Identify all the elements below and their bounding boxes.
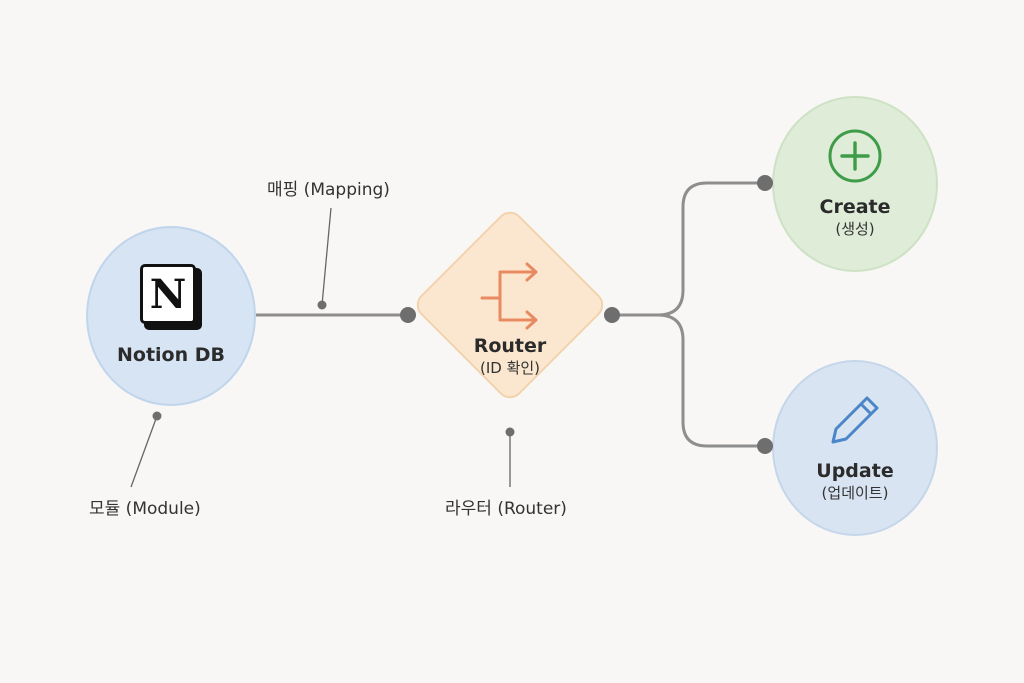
annotation-mapping: 매핑 (Mapping)	[267, 180, 390, 200]
router-subtitle: (ID 확인)	[479, 358, 541, 377]
wire-router-create	[612, 181, 765, 317]
annotation-module: 모듈 (Module)	[89, 499, 201, 519]
create-node[interactable]: Create (생성)	[772, 96, 938, 272]
create-subtitle: (생성)	[835, 220, 875, 239]
router-title: Router	[473, 335, 547, 357]
pencil-icon	[831, 396, 879, 444]
update-node[interactable]: Update (업데이트)	[772, 360, 938, 536]
create-title: Create	[819, 196, 891, 219]
split-arrow-icon	[480, 262, 538, 330]
plus-circle-icon	[828, 129, 882, 183]
notion-db-title: Notion DB	[117, 344, 225, 367]
annotation-router: 라우터 (Router)	[445, 499, 567, 519]
leader-mapping	[321, 207, 332, 306]
router-text: Router (ID 확인)	[430, 335, 590, 378]
update-title: Update	[816, 460, 894, 483]
wire-router-update	[657, 313, 765, 448]
notion-db-node[interactable]: N Notion DB	[86, 226, 256, 406]
leader-module	[130, 415, 158, 488]
update-subtitle: (업데이트)	[821, 484, 889, 503]
notion-logo-icon: N	[140, 264, 202, 331]
